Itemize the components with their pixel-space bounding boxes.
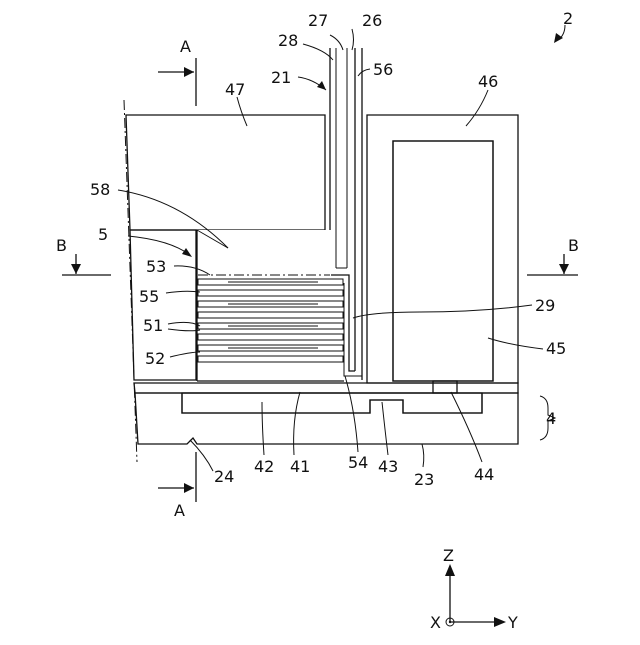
svg-text:41: 41	[290, 457, 310, 476]
svg-text:54: 54	[348, 453, 368, 472]
cut-line-left	[124, 100, 137, 462]
svg-text:43: 43	[378, 457, 398, 476]
svg-text:X: X	[430, 613, 441, 632]
svg-text:Z: Z	[443, 546, 454, 565]
svg-text:2: 2	[563, 9, 573, 28]
svg-text:27: 27	[308, 11, 328, 30]
svg-text:44: 44	[474, 465, 494, 484]
svg-text:B: B	[56, 236, 67, 255]
svg-text:52: 52	[145, 349, 165, 368]
svg-text:A: A	[180, 37, 191, 56]
svg-text:47: 47	[225, 80, 245, 99]
svg-text:26: 26	[362, 11, 382, 30]
svg-text:24: 24	[214, 467, 234, 486]
svg-text:23: 23	[414, 470, 434, 489]
channel-42	[182, 393, 482, 413]
conduit-21	[330, 48, 362, 380]
svg-text:4: 4	[546, 409, 556, 428]
svg-text:58: 58	[90, 180, 110, 199]
coordinate-axes: Z X Y	[430, 546, 518, 632]
svg-text:45: 45	[546, 339, 566, 358]
stack-5	[197, 230, 344, 381]
svg-text:42: 42	[254, 457, 274, 476]
svg-text:21: 21	[271, 68, 291, 87]
block-47	[126, 115, 325, 230]
svg-text:55: 55	[139, 287, 159, 306]
svg-text:5: 5	[98, 225, 108, 244]
section-b-right: B	[527, 236, 579, 275]
plate-41	[134, 383, 518, 393]
svg-text:28: 28	[278, 31, 298, 50]
svg-text:B: B	[568, 236, 579, 255]
cavity-45	[393, 141, 493, 381]
section-a-bottom: A	[158, 452, 196, 520]
svg-text:51: 51	[143, 316, 163, 335]
block-46	[367, 115, 518, 383]
svg-text:56: 56	[373, 60, 393, 79]
svg-text:46: 46	[478, 72, 498, 91]
svg-text:29: 29	[535, 296, 555, 315]
section-a-top: A	[158, 37, 196, 106]
bottom-23	[135, 393, 518, 444]
svg-text:Y: Y	[507, 613, 518, 632]
svg-text:53: 53	[146, 257, 166, 276]
svg-text:A: A	[174, 501, 185, 520]
